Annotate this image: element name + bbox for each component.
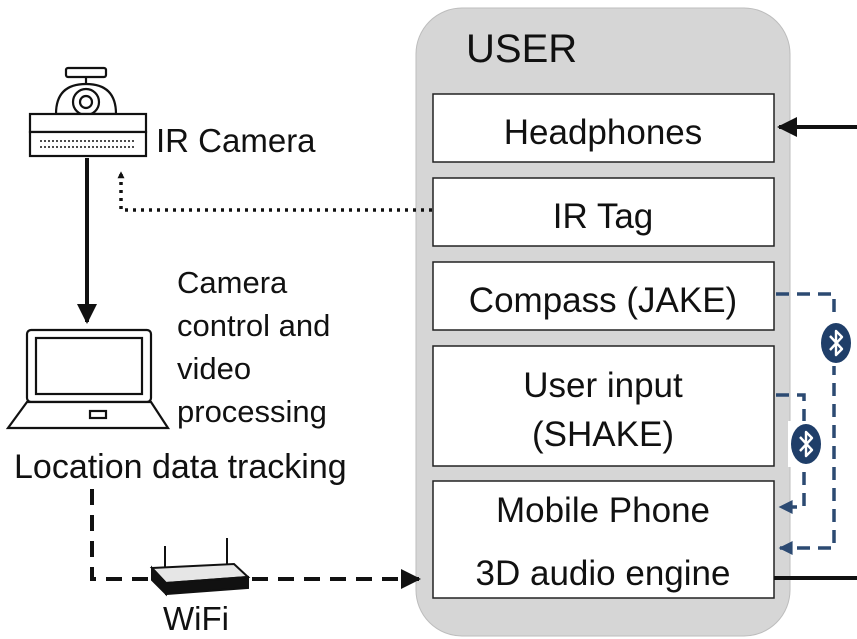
wifi-link-left — [90, 489, 152, 581]
laptop-caption-line3: video — [177, 351, 251, 386]
compass-box — [432, 261, 775, 331]
wifi-label: WiFi — [163, 600, 229, 637]
user-input-box — [432, 345, 775, 467]
headphones-box — [432, 93, 775, 163]
user-input-label-line1: User input — [523, 366, 683, 405]
laptop-icon — [5, 328, 171, 430]
user-panel-title: USER — [466, 27, 577, 71]
headphones-label: Headphones — [504, 113, 703, 152]
user-input-label-line2: (SHAKE) — [532, 415, 674, 454]
ir-camera-icon — [28, 66, 148, 158]
ir-tag-label: IR Tag — [553, 197, 654, 236]
location-tracking-label: Location data tracking — [14, 448, 347, 486]
laptop-caption-line1: Camera — [177, 265, 288, 300]
compass-label: Compass (JAKE) — [469, 281, 737, 320]
laptop-caption-line2: control and — [177, 308, 330, 343]
ir-camera-label: IR Camera — [156, 122, 316, 159]
bluetooth-icon — [818, 320, 854, 366]
wifi-router-icon — [149, 538, 251, 597]
ir-tag-box — [432, 177, 775, 247]
bluetooth-icon — [788, 421, 824, 467]
mobile-phone-box — [432, 480, 775, 599]
mobile-phone-label: Mobile Phone — [496, 491, 710, 530]
ir-tag-to-camera-link — [117, 171, 432, 212]
laptop-caption-line4: processing — [177, 394, 327, 429]
audio-engine-label: 3D audio engine — [476, 554, 731, 593]
compass-bluetooth-link — [776, 292, 836, 555]
